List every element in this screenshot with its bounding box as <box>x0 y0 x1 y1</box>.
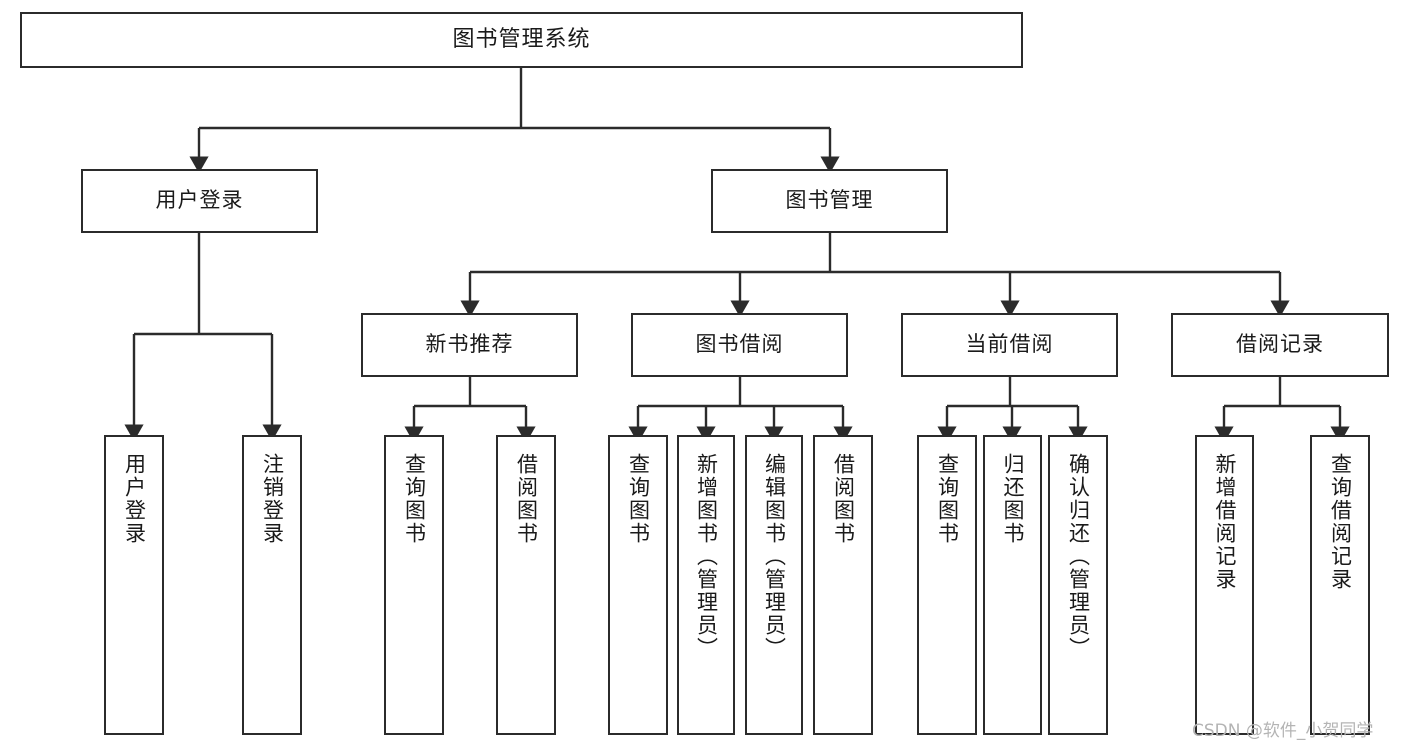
node-leaf-return-book[interactable]: 归还图书 <box>983 435 1042 735</box>
node-leaf-edit-book[interactable]: 编辑图书（管理员） <box>745 435 803 735</box>
node-leaf-user-logout[interactable]: 注销登录 <box>242 435 302 735</box>
node-leaf-query-book-1[interactable]: 查询图书 <box>384 435 444 735</box>
node-label: 新书推荐 <box>425 332 514 357</box>
node-new-book-recommend[interactable]: 新书推荐 <box>361 313 578 377</box>
node-label: 图书借阅 <box>695 332 784 357</box>
node-label: 用户登录 <box>155 188 244 213</box>
node-label: 查询图书 <box>626 453 651 545</box>
node-label: 查询图书 <box>402 453 427 545</box>
node-label: 确认归还（管理员） <box>1066 453 1091 660</box>
node-label: 借阅图书 <box>831 453 856 545</box>
node-label: 归还图书 <box>1001 453 1025 545</box>
node-leaf-add-record[interactable]: 新增借阅记录 <box>1195 435 1254 735</box>
node-user-login[interactable]: 用户登录 <box>81 169 318 233</box>
node-label: 查询图书 <box>935 453 960 545</box>
node-label: 用户登录 <box>122 453 147 545</box>
node-root-system[interactable]: 图书管理系统 <box>20 12 1023 68</box>
node-label: 新增图书（管理员） <box>694 453 719 660</box>
node-leaf-query-book-2[interactable]: 查询图书 <box>608 435 668 735</box>
node-label: 借阅图书 <box>514 453 539 545</box>
node-book-borrow[interactable]: 图书借阅 <box>631 313 848 377</box>
node-leaf-borrow-book-2[interactable]: 借阅图书 <box>813 435 873 735</box>
node-label: 图书管理系统 <box>452 26 591 52</box>
node-leaf-query-book-3[interactable]: 查询图书 <box>917 435 977 735</box>
node-label: 新增借阅记录 <box>1213 453 1237 591</box>
node-label: 图书管理 <box>785 188 874 213</box>
node-leaf-query-record[interactable]: 查询借阅记录 <box>1310 435 1370 735</box>
node-book-manage[interactable]: 图书管理 <box>711 169 948 233</box>
node-leaf-confirm-return[interactable]: 确认归还（管理员） <box>1048 435 1108 735</box>
watermark-text: CSDN @软件_小贺同学 <box>1192 721 1374 741</box>
node-label: 编辑图书（管理员） <box>762 453 787 660</box>
node-current-borrow[interactable]: 当前借阅 <box>901 313 1118 377</box>
node-label: 当前借阅 <box>965 332 1054 357</box>
node-label: 查询借阅记录 <box>1328 453 1353 591</box>
node-label: 借阅记录 <box>1236 332 1324 357</box>
node-label: 注销登录 <box>260 453 285 545</box>
node-leaf-user-login[interactable]: 用户登录 <box>104 435 164 735</box>
node-leaf-add-book[interactable]: 新增图书（管理员） <box>677 435 735 735</box>
node-leaf-borrow-book-1[interactable]: 借阅图书 <box>496 435 556 735</box>
node-borrow-record[interactable]: 借阅记录 <box>1171 313 1389 377</box>
